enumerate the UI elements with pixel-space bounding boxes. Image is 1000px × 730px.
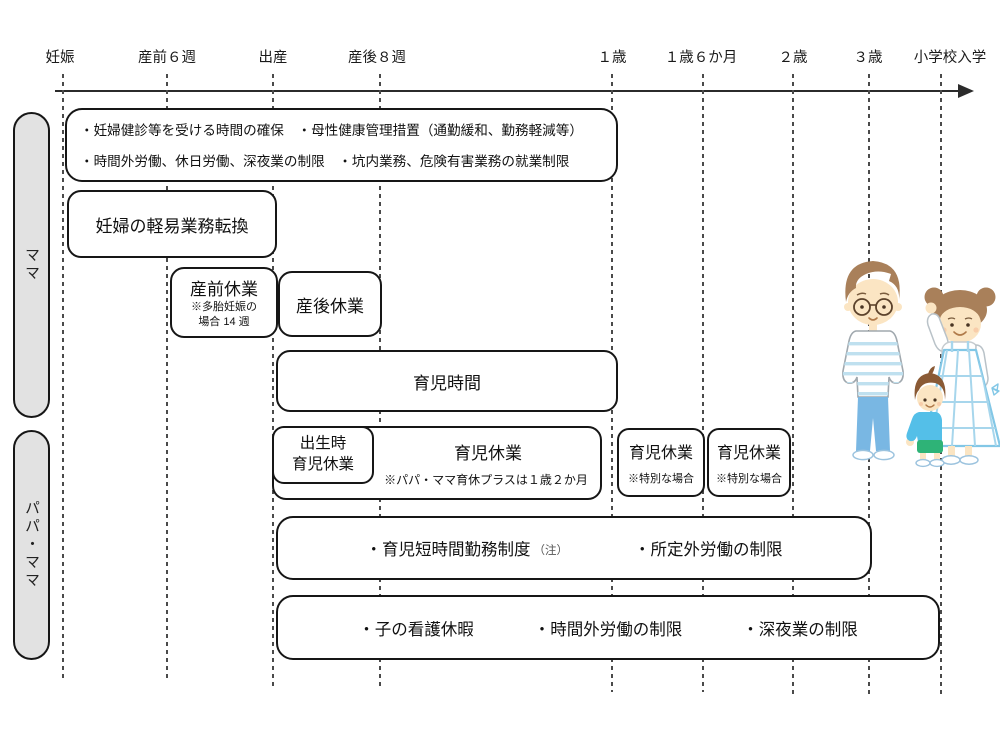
short-hours-note: （注） <box>533 545 569 557</box>
light-duty-label: 妊婦の軽易業務転換 <box>95 216 249 236</box>
axis-label-pregnancy: 妊娠 <box>45 50 75 66</box>
gridline-pregnancy <box>62 74 64 680</box>
childcare-special-1-note: ※特別な場合 <box>628 473 694 485</box>
family-illustration <box>842 261 1000 468</box>
childcare-special-2-label: 育児休業 <box>716 445 781 462</box>
childcare-special-1-label: 育児休業 <box>628 445 693 462</box>
axis-label-age-2: ２歳 <box>778 50 808 66</box>
nursing-item-3: ・深夜業の制限 <box>742 620 858 639</box>
maternal-health-line-1: ・妊婦健診等を受ける時間の確保 ・母性健康管理措置（通勤緩和、勤務軽減等） <box>80 123 583 138</box>
lane-label-mama: ママ <box>23 247 40 283</box>
box-nursing-leave-restrictions: ・子の看護休暇 ・時間外労働の制限 ・深夜業の制限 <box>276 595 940 660</box>
gridline-age-2 <box>792 74 794 694</box>
lane-pill-mama: ママ <box>13 112 50 418</box>
father-illustration <box>842 261 904 461</box>
box-prenatal-leave: 産前休業 ※多胎妊娠の 場合 14 週 <box>170 267 278 338</box>
axis-label-8w-after-birth: 産後８週 <box>348 50 406 66</box>
timeline-axis <box>55 90 960 92</box>
short-hours-item-2: ・所定外労働の制限 <box>634 541 783 559</box>
short-hours-row: ・育児短時間勤務制度 （注） ・所定外労働の制限 <box>278 518 870 578</box>
childcare-special-2-note: ※特別な場合 <box>716 473 782 485</box>
gridline-birth <box>272 74 274 686</box>
nursing-item-2: ・時間外労働の制限 <box>533 620 683 639</box>
short-hours-item-1: ・育児短時間勤務制度 <box>365 541 531 559</box>
nursing-row: ・子の看護休暇 ・時間外労働の制限 ・深夜業の制限 <box>278 597 938 658</box>
box-maternal-health-protections: ・妊婦健診等を受ける時間の確保 ・母性健康管理措置（通勤緩和、勤務軽減等） ・時… <box>65 108 618 182</box>
lane-pill-papa-mama: パパ・ママ <box>13 430 50 660</box>
box-childcare-time: 育児時間 <box>276 350 618 412</box>
axis-label-age-3: ３歳 <box>853 50 883 66</box>
axis-label-6w-before-birth: 産前６週 <box>138 50 196 66</box>
box-postnatal-leave: 産後休業 <box>278 271 382 337</box>
axis-label-age-1y6m: １歳６か月 <box>664 50 738 66</box>
axis-label-birth: 出産 <box>258 50 288 66</box>
childcare-time-label: 育児時間 <box>413 373 481 393</box>
box-light-duty-transfer: 妊婦の軽易業務転換 <box>67 190 277 258</box>
childcare-leave-label: 育児休業 <box>454 444 522 463</box>
box-short-hours-restrictions: ・育児短時間勤務制度 （注） ・所定外労働の制限 <box>276 516 872 580</box>
axis-arrowhead-icon <box>958 84 974 98</box>
childcare-leave-note: ※パパ・ママ育休プラスは１歳２か月 <box>384 473 588 487</box>
boy-illustration <box>906 366 946 468</box>
nursing-item-1: ・子の看護休暇 <box>358 620 474 639</box>
prenatal-leave-note-1: ※多胎妊娠の <box>191 301 257 313</box>
maternal-health-line-2: ・時間外労働、休日労働、深夜業の制限 ・坑内業務、危険有害業務の就業制限 <box>80 154 570 169</box>
birth-childcare-leave-label: 出生時 育児休業 <box>291 435 354 473</box>
gridline-age-1y6m <box>702 74 704 692</box>
lane-label-papa-mama: パパ・ママ <box>23 500 40 590</box>
box-birth-childcare-leave: 出生時 育児休業 <box>272 426 374 484</box>
axis-label-school-entry: 小学校入学 <box>913 50 987 66</box>
axis-label-age-1: １歳 <box>597 50 627 66</box>
box-childcare-leave-special-2: 育児休業 ※特別な場合 <box>707 428 791 497</box>
prenatal-leave-note-2: 場合 14 週 <box>198 316 250 328</box>
prenatal-leave-label: 産前休業 <box>190 280 258 299</box>
box-childcare-leave-special-1: 育児休業 ※特別な場合 <box>617 428 705 497</box>
postnatal-leave-label: 産後休業 <box>296 296 364 316</box>
gridline-6w-before <box>166 74 168 680</box>
